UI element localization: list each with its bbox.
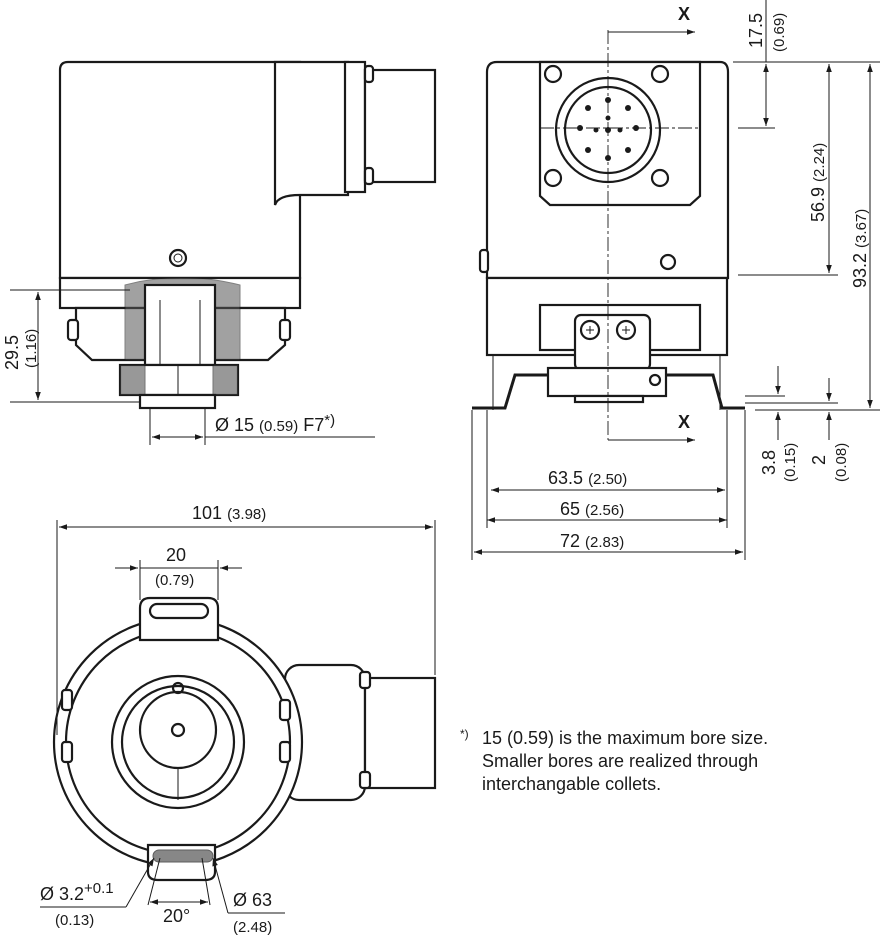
dim-0-15: (0.15) bbox=[782, 443, 799, 482]
footnote-marker: *) bbox=[460, 727, 469, 741]
screw-icons bbox=[543, 64, 677, 271]
bottom-view: 101 (3.98) 20 (0.79) Ø 3.2+0.1 (0.13) 20… bbox=[40, 503, 437, 936]
svg-text:101 (3.98): 101 (3.98) bbox=[192, 503, 266, 523]
dim-56-9: 56.9 bbox=[808, 187, 828, 222]
dim-hole-dia: Ø 3.2 bbox=[40, 884, 84, 904]
dim-65: 65 bbox=[560, 499, 580, 519]
dim-0-69: (0.69) bbox=[771, 13, 788, 52]
dim-63-5: 63.5 bbox=[548, 468, 583, 488]
dim-0-13: (0.13) bbox=[55, 912, 94, 929]
footnote: *) 15 (0.59) is the maximum bore size. S… bbox=[460, 727, 768, 794]
dim-63: Ø 63 bbox=[233, 890, 272, 910]
dim-2: 2 bbox=[809, 455, 829, 465]
dim-72: 72 bbox=[560, 531, 580, 551]
dim-29-5: 29.5 bbox=[2, 335, 22, 370]
svg-text:Ø 15 (0.59) F7*): Ø 15 (0.59) F7*) bbox=[215, 412, 335, 435]
dim-17-5: 17.5 bbox=[746, 13, 766, 48]
dim-0-79: (0.79) bbox=[155, 572, 194, 589]
screw-icon bbox=[168, 248, 188, 268]
svg-text:93.2 (3.67): 93.2 (3.67) bbox=[850, 209, 870, 288]
section-x-bottom: X bbox=[678, 412, 690, 432]
dim-20: 20 bbox=[166, 545, 186, 565]
dim-3-8: 3.8 bbox=[759, 450, 779, 475]
dim-0-08: (0.08) bbox=[833, 443, 850, 482]
section-x-top: X bbox=[678, 4, 690, 24]
footnote-line-3: interchangable collets. bbox=[482, 774, 661, 794]
front-view: X X 17.5 (0.69) 56.9 (2.24) 93.2 (3.67) … bbox=[471, 0, 880, 560]
bore-dim: Ø 15 bbox=[215, 415, 254, 435]
svg-text:63.5 (2.50): 63.5 (2.50) bbox=[548, 468, 627, 488]
svg-text:56.9 (2.24): 56.9 (2.24) bbox=[808, 143, 828, 222]
footnote-line-1: 15 (0.59) is the maximum bore size. bbox=[482, 728, 768, 748]
svg-text:65 (2.56): 65 (2.56) bbox=[560, 499, 624, 519]
svg-text:72 (2.83): 72 (2.83) bbox=[560, 531, 624, 551]
dim-angle-20: 20° bbox=[163, 906, 190, 926]
side-view: 29.5 (1.16) Ø 15 (0.59) F7*) bbox=[2, 60, 437, 445]
dim-101: 101 bbox=[192, 503, 222, 523]
dim-2-48: (2.48) bbox=[233, 919, 272, 936]
svg-text:Ø 3.2+0.1: Ø 3.2+0.1 bbox=[40, 880, 114, 904]
dim-1-16: (1.16) bbox=[23, 329, 40, 368]
dim-93-2: 93.2 bbox=[850, 253, 870, 288]
footnote-line-2: Smaller bores are realized through bbox=[482, 751, 758, 771]
